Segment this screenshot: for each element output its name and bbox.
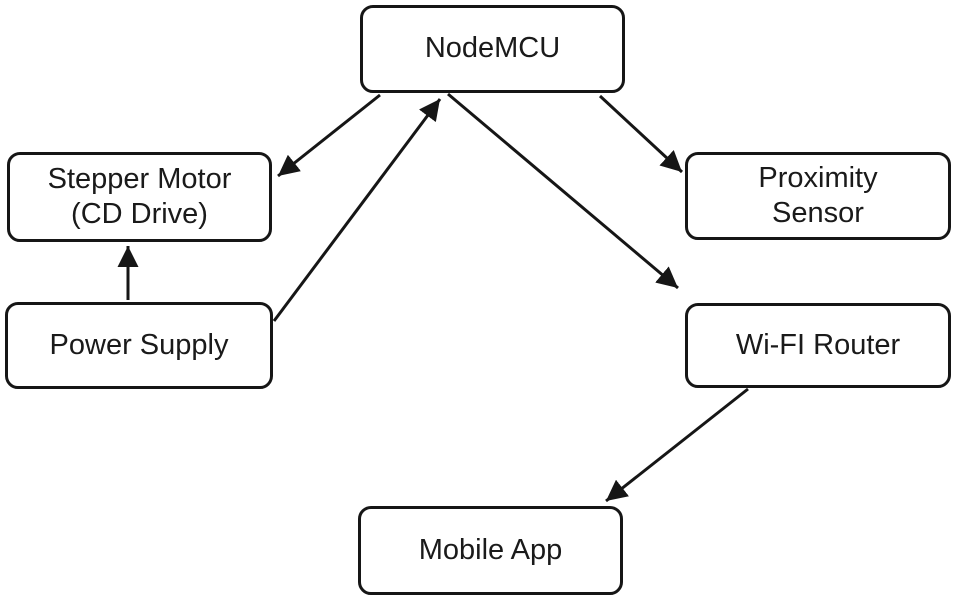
node-proximity-sensor-label-line2: Sensor (772, 197, 864, 229)
edge-nodemcu-to-wifi-router (447, 92, 679, 290)
node-proximity-sensor-label-line1: Proximity (758, 161, 878, 194)
node-mobile-app: Mobile App (358, 506, 623, 595)
node-mobile-app-label: Mobile App (418, 533, 563, 566)
node-proximity-sensor: Proximity Sensor (685, 152, 951, 240)
edge-wifi-router-to-mobile-app (605, 387, 749, 503)
node-stepper-motor: Stepper Motor (CD Drive) (7, 152, 272, 242)
node-power-supply: Power Supply (5, 302, 273, 389)
edge-power-supply-to-nodemcu (272, 98, 442, 322)
edge-nodemcu-to-stepper-motor (277, 93, 381, 178)
node-stepper-motor-label-line2: (CD Drive) (71, 198, 208, 230)
node-wifi-router: Wi-FI Router (685, 303, 951, 388)
node-nodemcu: NodeMCU (360, 5, 625, 93)
node-wifi-router-label: Wi-FI Router (735, 328, 901, 361)
node-stepper-motor-label-line1: Stepper Motor (47, 162, 232, 195)
node-nodemcu-label: NodeMCU (424, 32, 561, 65)
edge-nodemcu-to-proximity-sensor (598, 94, 684, 174)
node-power-supply-label: Power Supply (49, 328, 229, 361)
